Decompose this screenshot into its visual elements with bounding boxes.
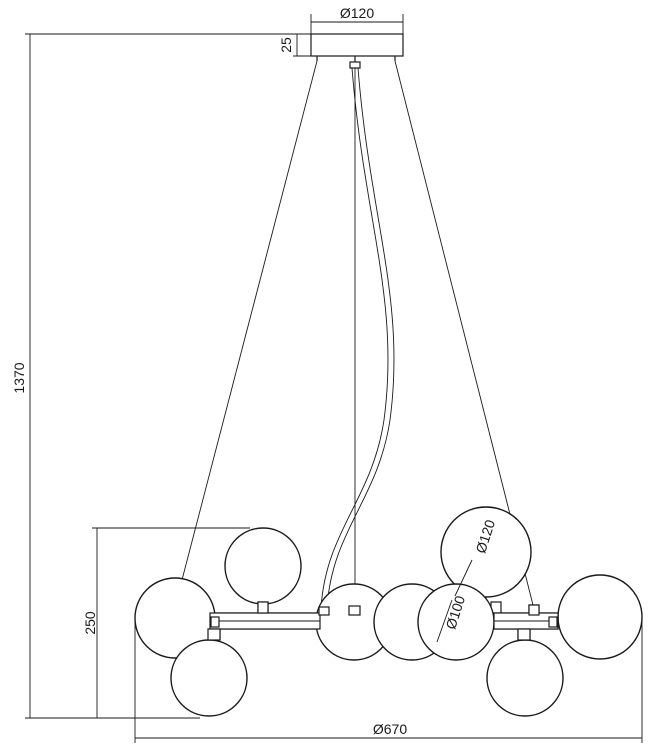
power-cord-inner	[326, 67, 395, 609]
socket-6-front	[210, 616, 220, 628]
globe-bottom-left	[170, 639, 248, 717]
socket-8-front	[517, 628, 531, 641]
globe-back-left	[224, 527, 302, 605]
total-width-label: Ø670	[373, 721, 407, 737]
canopy-height-label: 25	[278, 37, 294, 53]
socket-1-front	[257, 601, 269, 614]
socket-2-front	[318, 606, 330, 616]
socket-9-front	[207, 628, 221, 641]
suspension-cable-left	[175, 60, 318, 604]
ceiling-canopy	[310, 33, 404, 57]
globe-small-leader	[436, 599, 453, 643]
canopy-cable-clamp	[349, 61, 361, 69]
globe-large-leader	[454, 559, 473, 597]
socket-5-front	[528, 604, 540, 616]
fixture-height-label: 250	[82, 611, 98, 635]
socket-3-front	[348, 605, 361, 616]
globe-far-right	[557, 574, 643, 660]
globe-back-right	[440, 506, 532, 598]
power-cord-outer	[320, 67, 389, 609]
globe-bottom-right	[486, 639, 564, 717]
total-height-label: 1370	[11, 362, 27, 393]
socket-7-front	[548, 616, 558, 628]
canopy-diameter-label: Ø120	[340, 5, 374, 21]
